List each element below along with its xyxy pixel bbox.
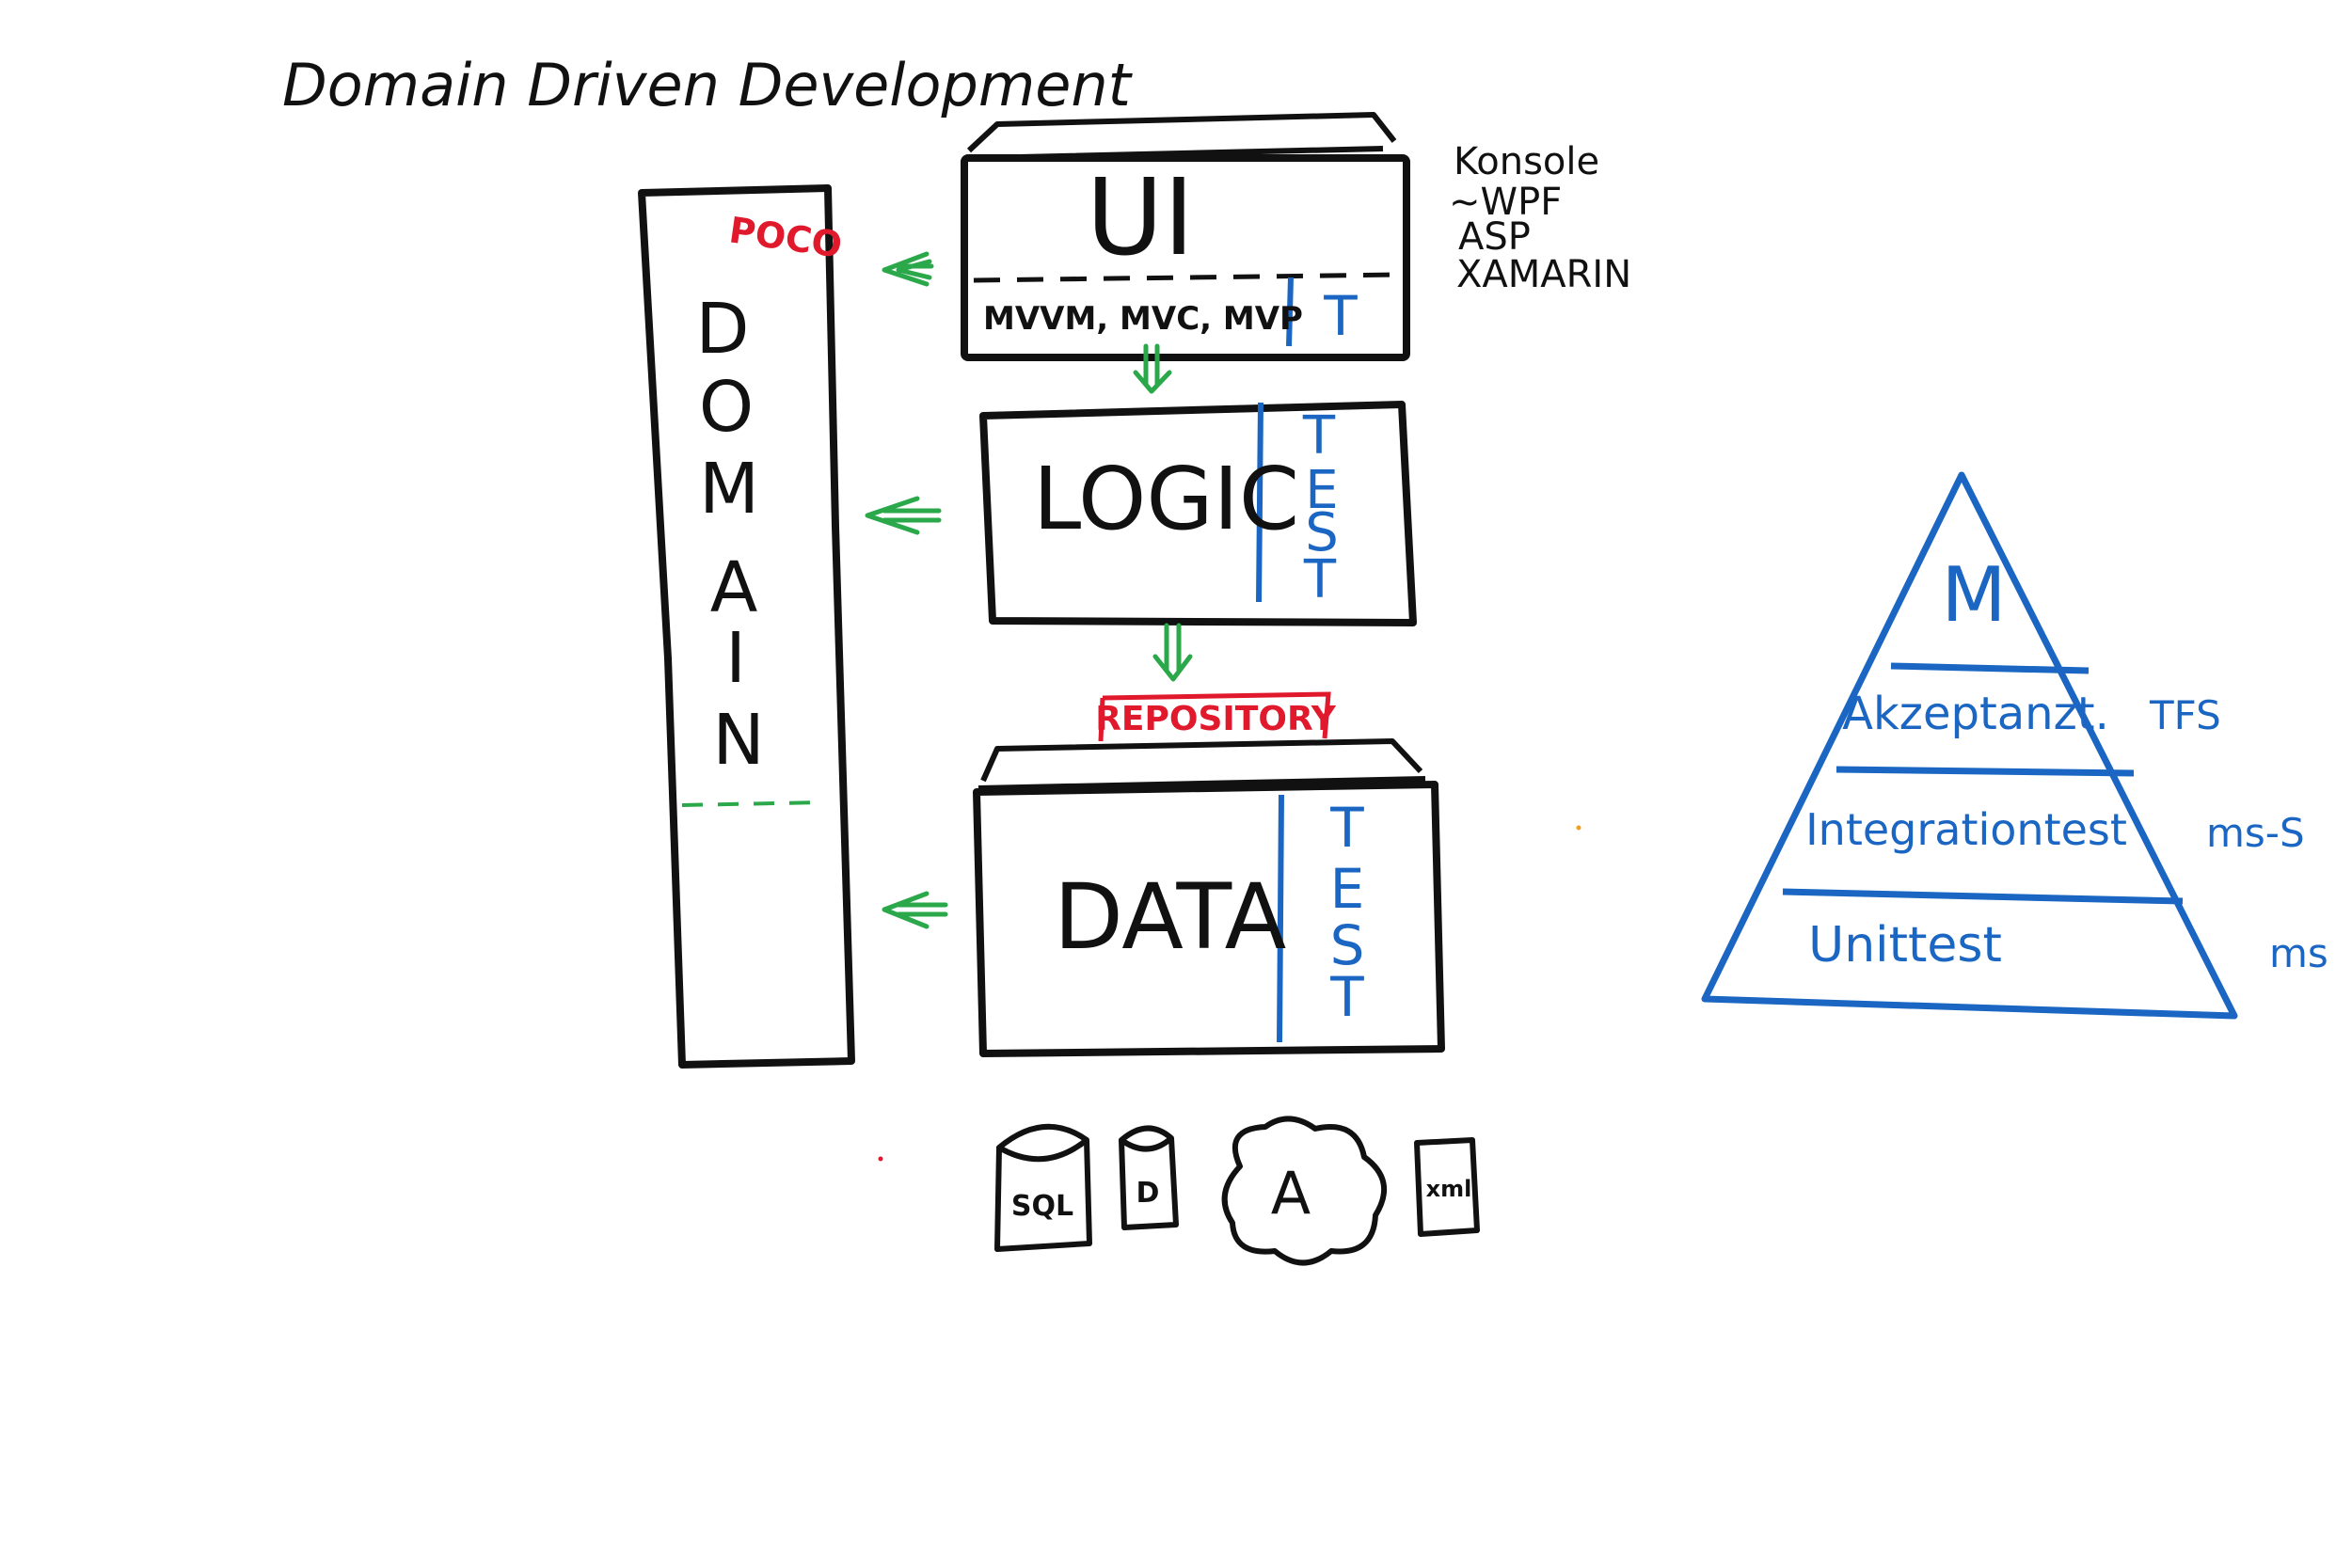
logic-test-letter: T <box>1302 405 1336 467</box>
ui-platforms: Konsole ~WPF ASP XAMARIN <box>1449 140 1631 296</box>
xml-source: xml <box>1414 1137 1480 1237</box>
pyramid-divider <box>1782 888 2184 905</box>
ui-to-domain-arrow <box>882 251 934 287</box>
repository-tag: REPOSITORY <box>1095 691 1337 742</box>
pyramid-level-label: Akzeptanzt. <box>1842 688 2109 740</box>
domain-column: POCO D O M A I N <box>638 184 855 1069</box>
platform-item: XAMARIN <box>1456 253 1631 296</box>
pyramid-tools: TFS ms-S ms <box>2149 692 2328 976</box>
logic-test-divider <box>1256 402 1263 603</box>
pyramid-divider <box>1890 662 2090 674</box>
pyramid-tool-label: ms-S <box>2206 810 2305 856</box>
data-test-divider <box>1277 794 1284 1043</box>
data-layer: DATA T E S T <box>973 738 1445 1057</box>
pyramid-tool-label: TFS <box>2149 692 2221 738</box>
db-source: D <box>1119 1125 1179 1230</box>
data-test-letter: T <box>1329 965 1364 1029</box>
pyramid-level-label: Unittest <box>1808 917 2002 974</box>
pyramid-level-label: Integrationtest <box>1805 804 2127 855</box>
cloud-icon <box>1221 1116 1387 1266</box>
db-label: D <box>1136 1177 1160 1210</box>
xml-label: xml <box>1426 1176 1472 1202</box>
ui-box <box>961 154 1410 361</box>
domain-letter: O <box>699 367 754 448</box>
sql-label: SQL <box>1011 1190 1073 1223</box>
domain-box <box>638 184 855 1069</box>
data-sources: SQL D A xml <box>994 1116 1480 1266</box>
platform-item: ASP <box>1458 215 1531 259</box>
logic-test-letter: S <box>1305 502 1339 563</box>
ui-box-top-edge <box>966 112 1397 161</box>
ui-to-logic-arrow <box>1133 343 1172 394</box>
ui-patterns: MVVM, MVC, MVP <box>983 300 1303 338</box>
api-source: A <box>1221 1116 1387 1266</box>
repository-label: REPOSITORY <box>1095 700 1337 738</box>
logic-to-domain-arrow <box>865 496 942 535</box>
pyramid-outline <box>1701 471 2238 1020</box>
data-box <box>973 781 1445 1057</box>
stray-dot <box>1576 825 1581 831</box>
data-test-letter: S <box>1330 913 1365 977</box>
layer-arrows <box>1133 343 1193 682</box>
data-label: DATA <box>1054 864 1286 970</box>
ui-test-label: T <box>1323 284 1358 348</box>
sql-cylinder <box>994 1123 1092 1252</box>
logic-test-letter: T <box>1303 549 1337 610</box>
logic-to-data-arrow <box>1152 623 1193 682</box>
platform-item: ~WPF <box>1449 181 1562 224</box>
sql-source: SQL <box>994 1123 1092 1252</box>
pyramid-tool-label: ms <box>2269 930 2328 976</box>
platform-item: Konsole <box>1454 140 1599 183</box>
domain-letter: N <box>712 700 764 781</box>
domain-letter: M <box>699 449 759 530</box>
ui-label: UI <box>1086 157 1194 279</box>
data-test-label: T E S T <box>1329 796 1364 1029</box>
diagram-title: Domain Driven Development <box>282 51 1134 119</box>
api-label: A <box>1271 1159 1311 1227</box>
pyramid-levels: M Akzeptanzt. Integrationtest Unittest <box>1805 551 2127 974</box>
logic-layer: LOGIC T E S T <box>979 401 1417 626</box>
db-cylinder <box>1119 1125 1179 1230</box>
data-to-domain-arrow <box>882 891 948 929</box>
data-test-letter: E <box>1330 857 1365 921</box>
domain-label: D O M A I N <box>696 289 765 781</box>
pyramid-divider <box>1836 766 2135 777</box>
stray-dot <box>878 1156 883 1162</box>
repository-box <box>1098 691 1331 742</box>
data-test-letter: T <box>1329 796 1364 860</box>
domain-letter: D <box>696 289 750 370</box>
test-pyramid: M Akzeptanzt. Integrationtest Unittest T… <box>1701 471 2328 1020</box>
domain-arrows <box>865 251 948 929</box>
domain-letter: A <box>710 547 758 628</box>
pyramid-level-label: M <box>1941 551 2006 639</box>
domain-dashed-divider <box>681 800 824 807</box>
ui-layer: UI MVVM, MVC, MVP T <box>961 112 1410 361</box>
logic-test-letter: E <box>1305 460 1338 521</box>
data-box-top-edge <box>977 738 1426 791</box>
ui-dashed-divider <box>973 272 1403 283</box>
domain-letter: I <box>725 618 746 699</box>
logic-test-label: T E S T <box>1302 405 1339 610</box>
ui-test-divider <box>1286 277 1294 347</box>
xml-file-icon <box>1414 1137 1480 1237</box>
logic-label: LOGIC <box>1033 449 1299 549</box>
